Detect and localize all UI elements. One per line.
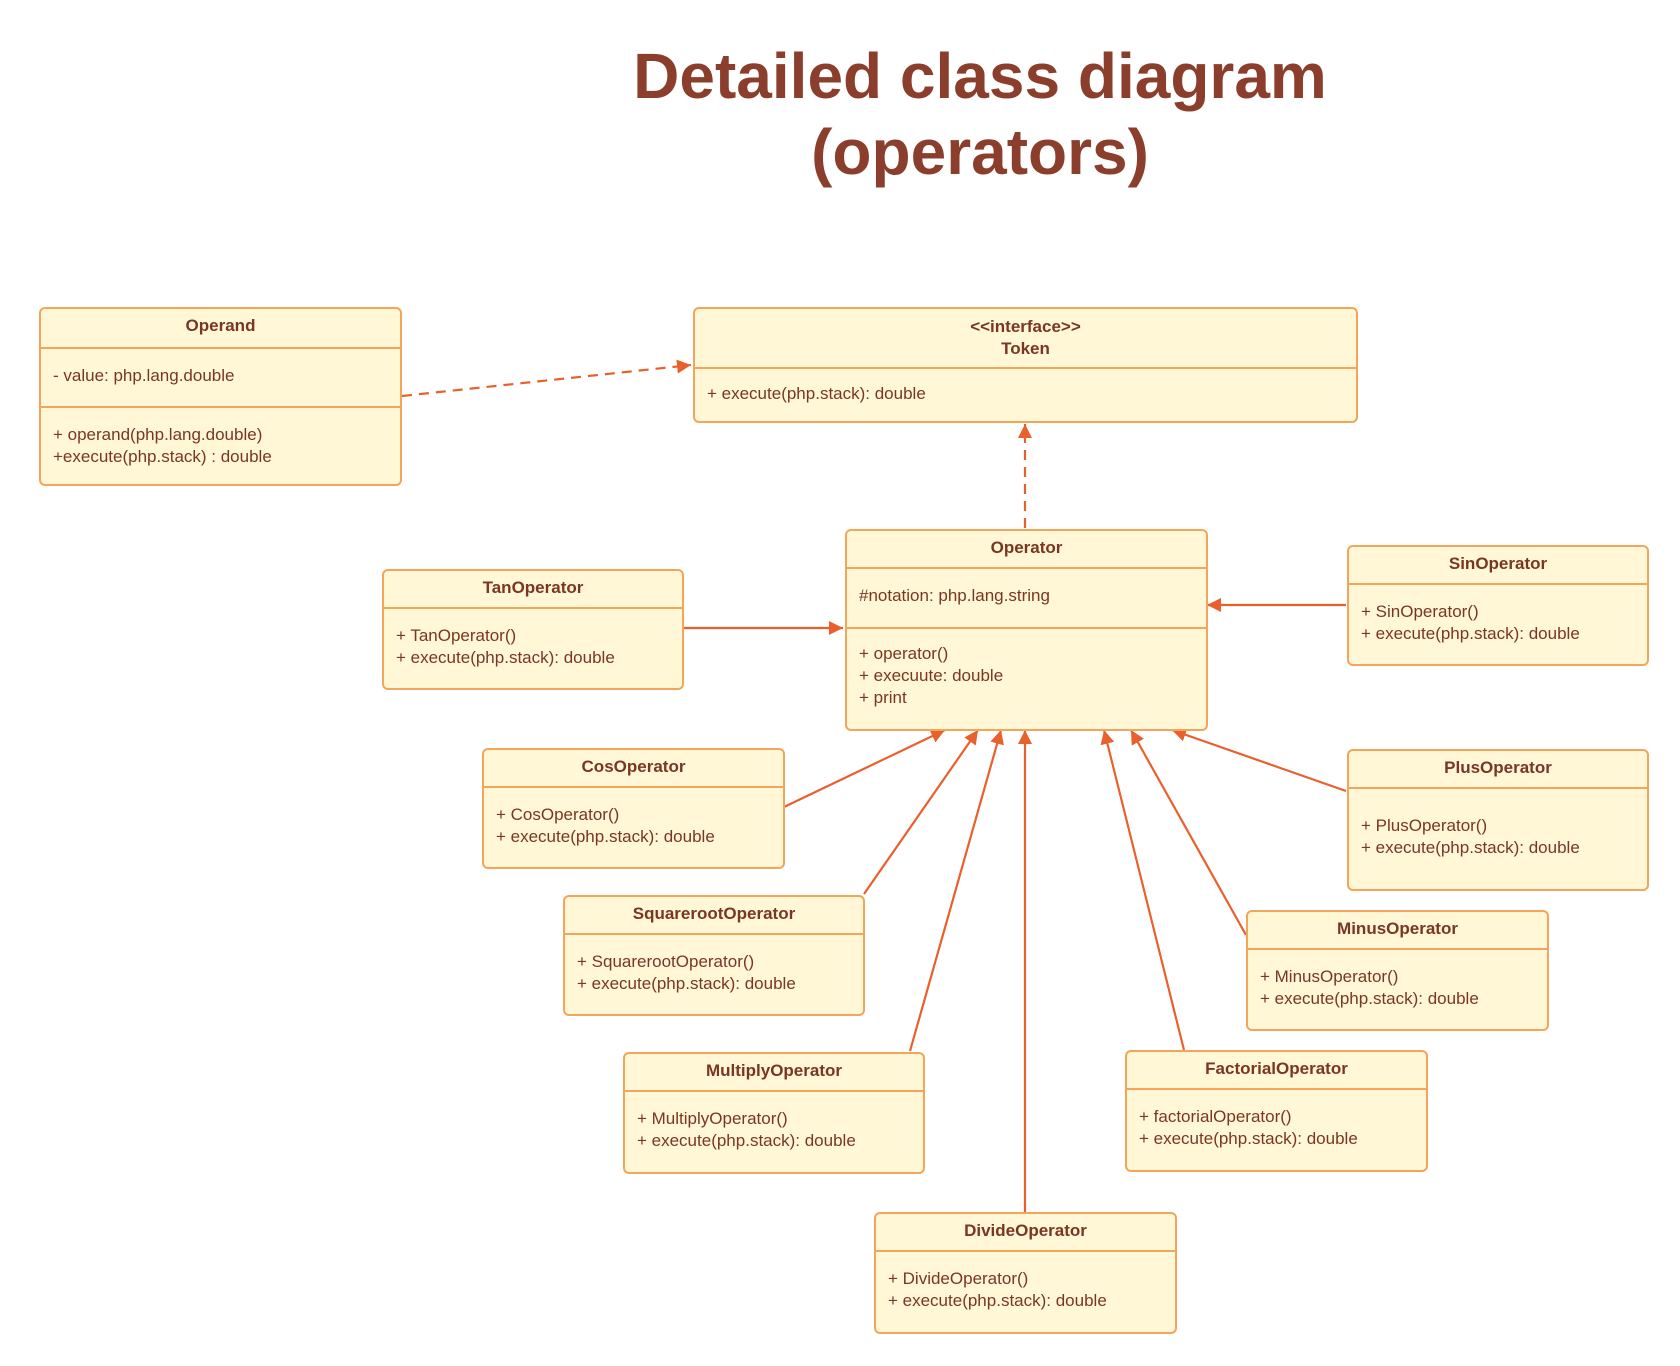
class-methods: + DivideOperator() + execute(php.stack):… — [876, 1252, 1175, 1312]
method: +execute(php.stack) : double — [53, 447, 272, 466]
class-name: Operator — [847, 531, 1206, 569]
class-name: Token — [1001, 339, 1050, 358]
method: + SquarerootOperator() — [577, 952, 755, 971]
class-squareroot-operator[interactable]: SquarerootOperator + SquarerootOperator(… — [563, 895, 865, 1016]
class-name: DivideOperator — [876, 1214, 1175, 1252]
class-multiply-operator[interactable]: MultiplyOperator + MultiplyOperator() + … — [623, 1052, 925, 1174]
class-minus-operator[interactable]: MinusOperator + MinusOperator() + execut… — [1246, 910, 1549, 1031]
method: + execute(php.stack): double — [637, 1131, 856, 1150]
multiply-operator-link — [908, 729, 1004, 1052]
class-header: <<interface>> Token — [695, 309, 1356, 369]
class-attributes: - value: php.lang.double — [41, 349, 400, 408]
method: + execuute: double — [859, 666, 1004, 685]
attribute: #notation: php.lang.string — [859, 586, 1050, 605]
method: + MultiplyOperator() — [637, 1109, 788, 1128]
class-factorial-operator[interactable]: FactorialOperator + factorialOperator() … — [1125, 1050, 1428, 1172]
class-methods: + MinusOperator() + execute(php.stack): … — [1248, 950, 1547, 1010]
method: + operand(php.lang.double) — [53, 425, 263, 444]
class-name: SinOperator — [1349, 547, 1647, 585]
method: + execute(php.stack): double — [496, 827, 715, 846]
title-line-2: (operators) — [811, 116, 1149, 188]
class-methods: + MultiplyOperator() + execute(php.stack… — [625, 1092, 923, 1152]
class-name: MultiplyOperator — [625, 1054, 923, 1092]
class-name: SquarerootOperator — [565, 897, 863, 935]
method: + execute(php.stack): double — [1361, 624, 1580, 643]
class-attributes: #notation: php.lang.string — [847, 569, 1206, 629]
method: + factorialOperator() — [1139, 1107, 1292, 1126]
method: + execute(php.stack): double — [707, 384, 926, 403]
class-methods: + TanOperator() + execute(php.stack): do… — [384, 609, 682, 669]
class-token[interactable]: <<interface>> Token + execute(php.stack)… — [693, 307, 1358, 423]
factorial-operator-link — [1100, 729, 1186, 1051]
class-name: PlusOperator — [1349, 751, 1647, 789]
class-name: FactorialOperator — [1127, 1052, 1426, 1090]
method: + execute(php.stack): double — [396, 648, 615, 667]
class-methods: + SinOperator() + execute(php.stack): do… — [1349, 585, 1647, 645]
class-divide-operator[interactable]: DivideOperator + DivideOperator() + exec… — [874, 1212, 1177, 1334]
class-name: TanOperator — [384, 571, 682, 609]
method: + print — [859, 688, 907, 707]
class-methods: + operand(php.lang.double) +execute(php.… — [41, 408, 400, 468]
method: + operator() — [859, 644, 949, 663]
method: + SinOperator() — [1361, 602, 1479, 621]
class-name: CosOperator — [484, 750, 783, 788]
class-methods: + execute(php.stack): double — [695, 369, 1356, 405]
attribute: - value: php.lang.double — [53, 366, 235, 385]
class-methods: + PlusOperator() + execute(php.stack): d… — [1349, 789, 1647, 859]
class-methods: + operator() + execuute: double + print — [847, 629, 1206, 709]
title-line-1: Detailed class diagram — [633, 40, 1327, 112]
class-sin-operator[interactable]: SinOperator + SinOperator() + execute(ph… — [1347, 545, 1649, 666]
stereotype: <<interface>> — [970, 317, 1081, 336]
class-plus-operator[interactable]: PlusOperator + PlusOperator() + execute(… — [1347, 749, 1649, 891]
operand-token-realization — [401, 359, 692, 398]
method: + TanOperator() — [396, 626, 517, 645]
class-name: MinusOperator — [1248, 912, 1547, 950]
class-cos-operator[interactable]: CosOperator + CosOperator() + execute(ph… — [482, 748, 785, 869]
sqrt-operator-link — [863, 729, 979, 895]
method: + DivideOperator() — [888, 1269, 1029, 1288]
plus-operator-link — [1171, 728, 1347, 793]
minus-operator-link — [1130, 729, 1247, 936]
method: + CosOperator() — [496, 805, 620, 824]
class-operator[interactable]: Operator #notation: php.lang.string + op… — [845, 529, 1208, 731]
class-methods: + factorialOperator() + execute(php.stac… — [1127, 1090, 1426, 1150]
class-methods: + CosOperator() + execute(php.stack): do… — [484, 788, 783, 848]
class-operand[interactable]: Operand - value: php.lang.double + opera… — [39, 307, 402, 486]
method: + execute(php.stack): double — [1139, 1129, 1358, 1148]
method: + execute(php.stack): double — [888, 1291, 1107, 1310]
method: + execute(php.stack): double — [1260, 989, 1479, 1008]
class-tan-operator[interactable]: TanOperator + TanOperator() + execute(ph… — [382, 569, 684, 690]
method: + MinusOperator() — [1260, 967, 1399, 986]
method: + execute(php.stack): double — [577, 974, 796, 993]
cos-operator-link — [783, 729, 946, 808]
method: + PlusOperator() — [1361, 816, 1488, 835]
class-name: Operand — [41, 309, 400, 349]
page-title: Detailed class diagram (operators) — [600, 38, 1360, 190]
method: + execute(php.stack): double — [1361, 838, 1580, 857]
class-methods: + SquarerootOperator() + execute(php.sta… — [565, 935, 863, 995]
